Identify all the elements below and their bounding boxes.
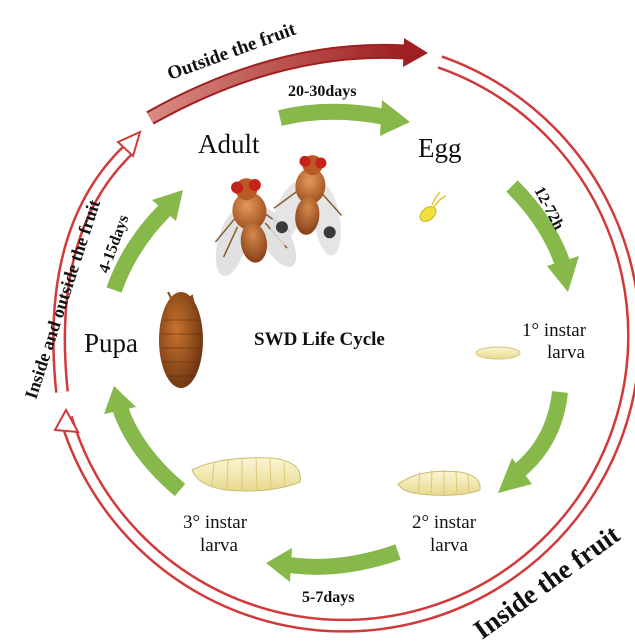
adult-label: Adult (198, 129, 260, 159)
pupa-label: Pupa (84, 328, 138, 358)
instar3-larva-image (192, 458, 300, 491)
instar1-label-line1: 1° instar (522, 320, 587, 341)
egg-label: Egg (418, 133, 462, 163)
arrow-instar3-to-pupa (104, 386, 180, 490)
instar2-larva-image (398, 470, 480, 495)
arrow-adult-to-egg (280, 100, 410, 136)
instar1-label-line2: larva (547, 342, 586, 363)
duration-adult-to-egg: 20-30days (288, 83, 356, 100)
pupa-image (159, 292, 203, 388)
instar2-label-line2: larva (430, 535, 469, 556)
instar3-label-line2: larva (200, 535, 239, 556)
diagram-title: SWD Life Cycle (254, 329, 385, 350)
instar1-larva-image (476, 347, 520, 359)
adult-flies-image (198, 151, 355, 283)
instar2-label-line1: 2° instar (412, 512, 477, 533)
egg-image (417, 192, 446, 224)
duration-larva-stage: 5-7days (302, 589, 354, 606)
instar3-label-line1: 3° instar (183, 512, 248, 533)
arrow-instar1-to-instar2 (498, 392, 560, 493)
arrow-instar2-to-instar3 (266, 548, 398, 582)
